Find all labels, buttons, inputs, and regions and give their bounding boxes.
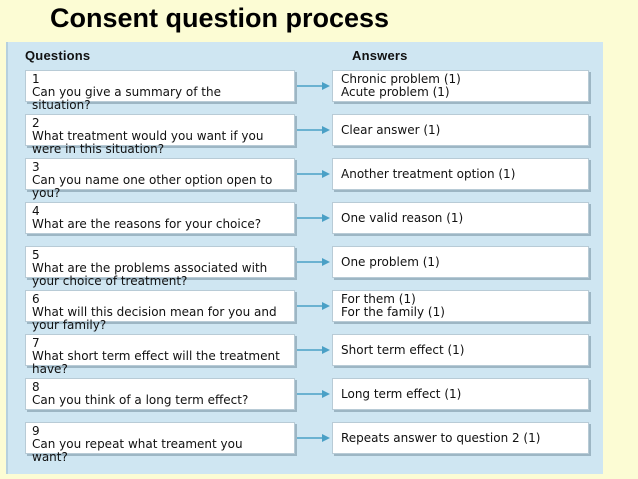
question-number: 9 [32, 424, 40, 438]
answer-line: Short term effect (1) [341, 343, 465, 357]
answer-box: Repeats answer to question 2 (1) [332, 422, 589, 454]
answer-box: Short term effect (1) [332, 334, 589, 366]
question-box: 6What will this decision mean for you an… [25, 290, 295, 332]
connector-arrow-icon [297, 255, 330, 269]
answer-box: Clear answer (1) [332, 114, 589, 146]
question-box: 3Can you name one other option open to y… [25, 158, 295, 200]
connector-arrow-icon [297, 123, 330, 137]
answer-line: Acute problem (1) [341, 85, 450, 99]
connector-arrow-icon [297, 387, 330, 401]
question-box: 2What treatment would you want if you we… [25, 114, 295, 156]
diagram-panel: Questions Answers 1Can you give a summar… [6, 42, 603, 474]
connector-arrow-icon [297, 299, 330, 313]
answer-box: One valid reason (1) [332, 202, 589, 234]
answer-box: Long term effect (1) [332, 378, 589, 410]
question-number: 3 [32, 160, 40, 174]
question-number: 2 [32, 116, 40, 130]
question-text: What treatment would you want if you wer… [32, 129, 264, 156]
question-text: Can you name one other option open to yo… [32, 173, 273, 200]
connector-arrow-icon [297, 79, 330, 93]
answer-box: For them (1)For the family (1) [332, 290, 589, 322]
answer-line: One valid reason (1) [341, 211, 464, 225]
question-number: 6 [32, 292, 40, 306]
answer-box: One problem (1) [332, 246, 589, 278]
question-text: Can you give a summary of the situation? [32, 85, 221, 112]
question-text: What are the problems associated with yo… [32, 261, 268, 288]
answer-box: Chronic problem (1)Acute problem (1) [332, 70, 589, 102]
question-box: 8Can you think of a long term effect? [25, 378, 295, 410]
question-text: What are the reasons for your choice? [32, 217, 262, 231]
question-number: 8 [32, 380, 40, 394]
question-number: 7 [32, 336, 40, 350]
answer-box: Another treatment option (1) [332, 158, 589, 190]
connector-arrow-icon [297, 343, 330, 357]
question-box: 9Can you repeat what treament you want? [25, 422, 295, 464]
connector-arrow-icon [297, 431, 330, 445]
answer-line: Long term effect (1) [341, 387, 462, 401]
answers-header: Answers [352, 48, 408, 63]
slide-title: Consent question process [50, 3, 390, 33]
question-number: 1 [32, 72, 40, 86]
answer-line: Clear answer (1) [341, 123, 441, 137]
answer-line: For them (1) [341, 292, 416, 306]
answer-line: Another treatment option (1) [341, 167, 516, 181]
question-number: 5 [32, 248, 40, 262]
question-text: Can you think of a long term effect? [32, 393, 249, 407]
question-text: What short term effect will the treatmen… [32, 349, 280, 376]
answer-line: Repeats answer to question 2 (1) [341, 431, 541, 445]
question-text: Can you repeat what treament you want? [32, 437, 243, 464]
connector-arrow-icon [297, 211, 330, 225]
question-box: 1Can you give a summary of the situation… [25, 70, 295, 112]
question-box: 4What are the reasons for your choice? [25, 202, 295, 234]
answer-line: One problem (1) [341, 255, 440, 269]
question-box: 7What short term effect will the treatme… [25, 334, 295, 376]
question-text: What will this decision mean for you and… [32, 305, 277, 332]
question-number: 4 [32, 204, 40, 218]
questions-header: Questions [25, 48, 91, 63]
connector-arrow-icon [297, 167, 330, 181]
answer-line: For the family (1) [341, 305, 445, 319]
answer-line: Chronic problem (1) [341, 72, 461, 86]
question-box: 5What are the problems associated with y… [25, 246, 295, 288]
